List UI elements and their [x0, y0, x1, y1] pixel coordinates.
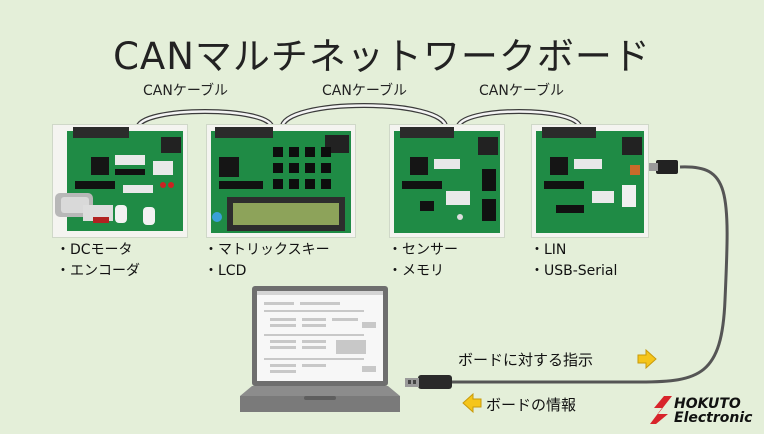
feature-line: ・LIN	[530, 242, 567, 258]
logo-line2: Electronic	[674, 410, 753, 426]
board-matrix-key	[206, 124, 356, 238]
feature-line: ・DCモータ	[56, 242, 133, 258]
board-matrix-key-features: ・マトリックスキー ・LCD	[204, 240, 330, 282]
feature-line: ・USB-Serial	[530, 263, 618, 279]
board-sensor-features: ・センサー ・メモリ	[388, 240, 458, 282]
pc-to-board-label: ボードに対する指示	[458, 351, 594, 369]
board-lin-features: ・LIN ・USB-Serial	[530, 240, 617, 282]
usb-plug-pc	[418, 375, 452, 389]
board-dc-motor-features: ・DCモータ ・エンコーダ	[56, 240, 140, 282]
arrow-left-icon	[462, 393, 482, 413]
board-dc-motor-image	[55, 127, 183, 231]
feature-line: ・マトリックスキー	[204, 242, 330, 258]
cable-label-3: CANケーブル	[479, 83, 564, 99]
logo-line1: HOKUTO	[674, 396, 741, 412]
board-lin-image	[536, 127, 644, 233]
cable-label-2: CANケーブル	[322, 83, 407, 99]
board-sensor-image	[394, 127, 500, 233]
feature-line: ・センサー	[388, 242, 458, 258]
board-dc-motor	[52, 124, 188, 238]
logo-text: HOKUTO Electronic	[674, 397, 752, 425]
board-matrix-key-image	[211, 127, 351, 233]
feature-line: ・メモリ	[388, 263, 444, 279]
board-sensor	[389, 124, 505, 238]
board-to-pc-label: ボードの情報	[486, 396, 577, 414]
usb-cable	[452, 165, 729, 384]
cable-label-1: CANケーブル	[143, 83, 228, 99]
page-title: CANマルチネットワークボード	[113, 35, 651, 78]
arrow-right-icon	[637, 349, 657, 369]
hokuto-logo-icon	[650, 396, 672, 424]
laptop-image	[240, 286, 400, 412]
feature-line: ・LCD	[204, 263, 247, 279]
feature-line: ・エンコーダ	[56, 263, 140, 279]
usb-plug-board	[656, 160, 678, 174]
board-lin	[531, 124, 649, 238]
